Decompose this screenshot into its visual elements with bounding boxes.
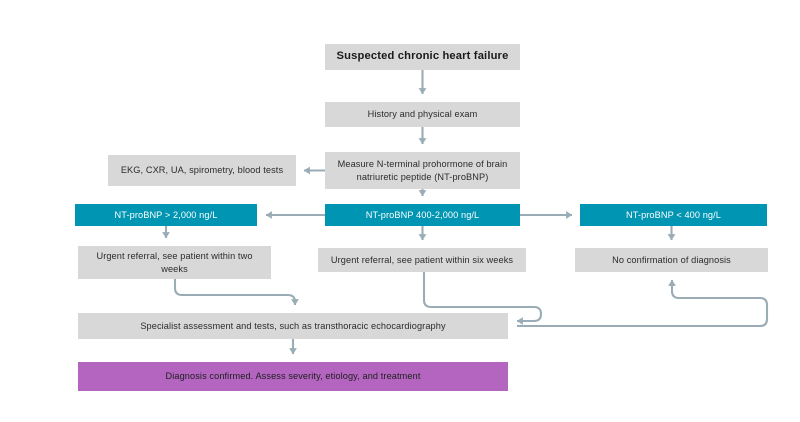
- node-label: No confirmation of diagnosis: [612, 254, 731, 265]
- node-label: Suspected chronic heart failure: [336, 50, 509, 63]
- connector-two-weeks-to-specialist: [173, 279, 299, 306]
- node-measure-nt-probnp: Measure N-terminal prohormone of brain n…: [325, 152, 520, 189]
- node-label: NT-proBNP > 2,000 ng/L: [114, 209, 218, 220]
- node-label: EKG, CXR, UA, spirometry, blood tests: [120, 165, 284, 176]
- connector-specialist-to-no-confirmation: [517, 279, 769, 328]
- node-history-and-physical-exam: History and physical exam: [325, 102, 520, 127]
- node-nt-probnp-high: NT-proBNP > 2,000 ng/L: [75, 204, 257, 226]
- node-diagnosis-confirmed: Diagnosis confirmed. Assess severity, et…: [78, 362, 508, 391]
- node-ancillary-tests: EKG, CXR, UA, spirometry, blood tests: [108, 155, 296, 186]
- node-label: History and physical exam: [367, 109, 478, 120]
- node-suspected-chronic-heart-failure: Suspected chronic heart failure: [325, 44, 520, 70]
- node-label: Diagnosis confirmed. Assess severity, et…: [165, 371, 421, 382]
- node-label: Measure N-terminal prohormone of brain n…: [337, 159, 508, 182]
- node-no-confirmation-of-diagnosis: No confirmation of diagnosis: [575, 248, 768, 272]
- node-label: Specialist assessment and tests, such as…: [140, 320, 446, 331]
- node-label: Urgent referral, see patient within six …: [330, 254, 514, 265]
- node-nt-probnp-low: NT-proBNP < 400 ng/L: [580, 204, 767, 226]
- node-label: NT-proBNP 400-2,000 ng/L: [365, 209, 480, 220]
- node-label: NT-proBNP < 400 ng/L: [625, 209, 722, 220]
- node-nt-probnp-mid: NT-proBNP 400-2,000 ng/L: [325, 204, 520, 226]
- node-specialist-assessment: Specialist assessment and tests, such as…: [78, 313, 508, 339]
- node-urgent-referral-two-weeks: Urgent referral, see patient within two …: [78, 246, 271, 279]
- node-label: Urgent referral, see patient within two …: [96, 251, 253, 274]
- node-urgent-referral-six-weeks: Urgent referral, see patient within six …: [318, 248, 526, 272]
